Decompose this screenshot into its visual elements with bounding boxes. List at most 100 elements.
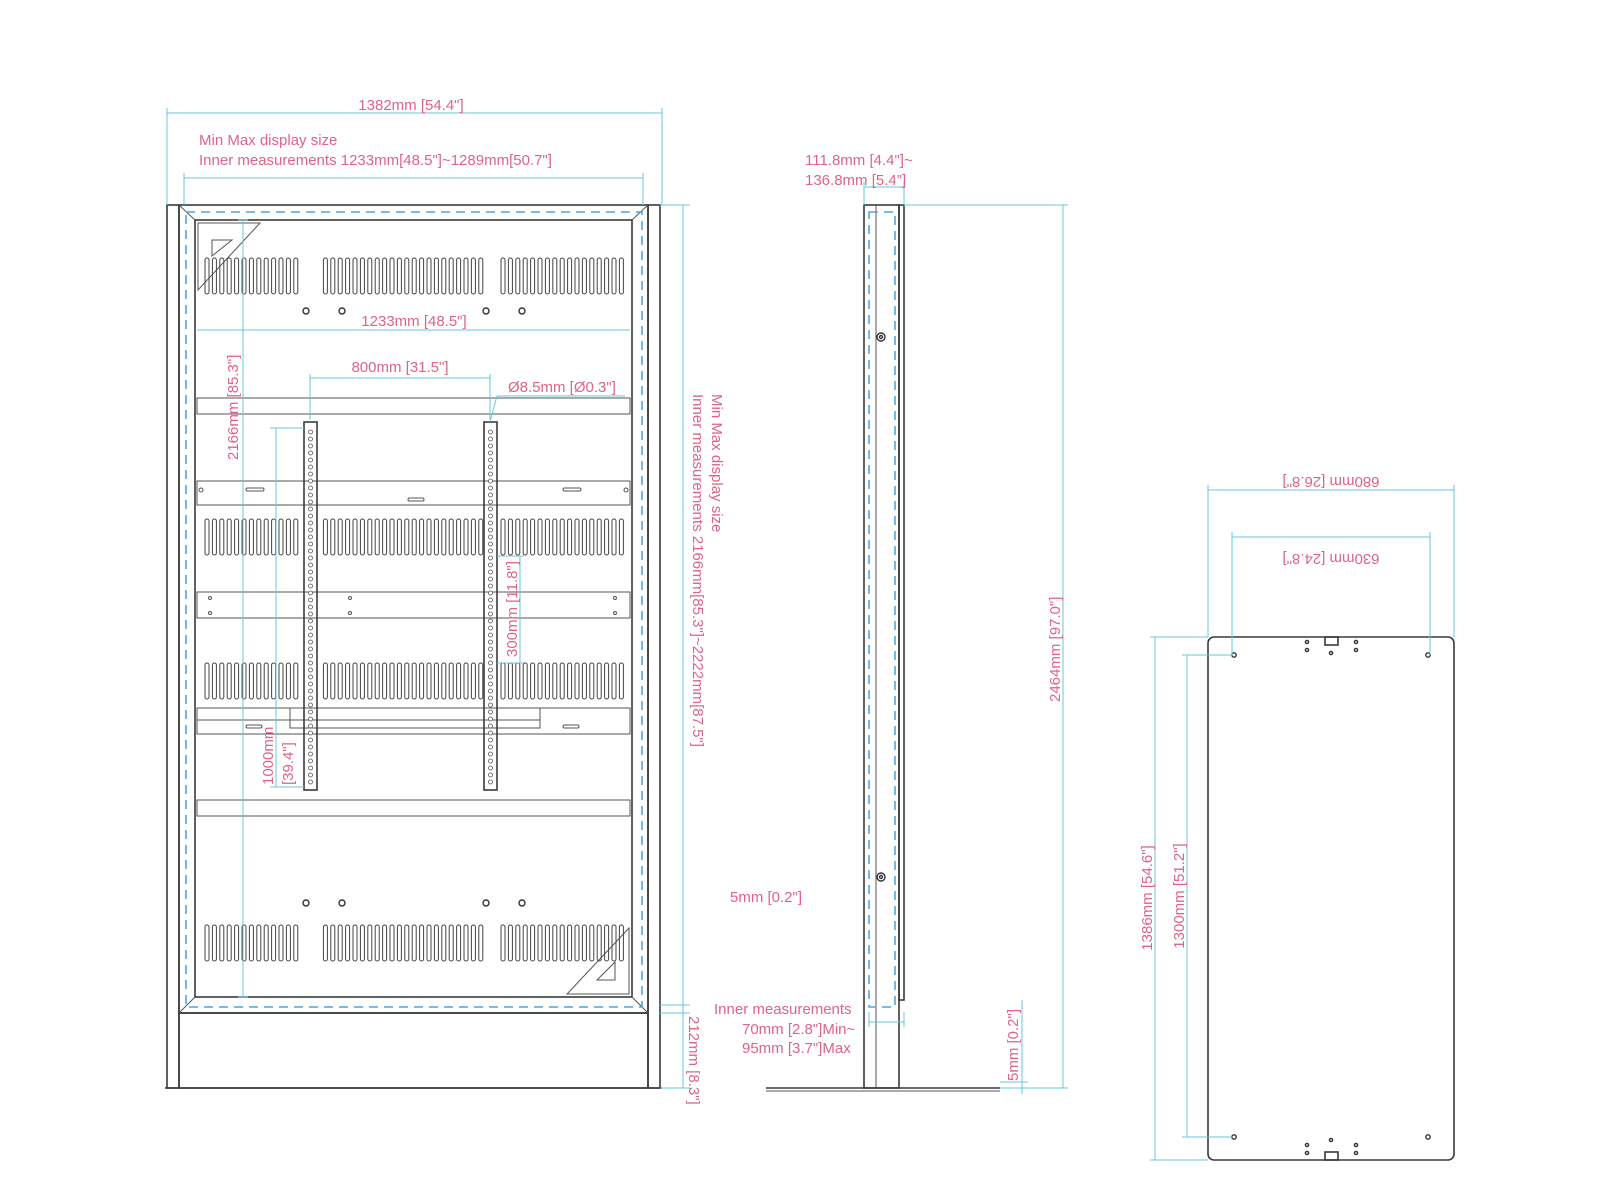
vent-slot bbox=[396, 257, 402, 295]
vent-slot bbox=[537, 924, 543, 962]
vent-slot bbox=[581, 662, 587, 700]
vent-slot bbox=[359, 924, 365, 962]
vent-slot bbox=[322, 257, 328, 295]
vesa-hole bbox=[308, 730, 313, 736]
vent-slot bbox=[552, 662, 558, 700]
vesa-hole bbox=[308, 751, 313, 757]
vent-slot bbox=[285, 662, 291, 700]
vent-slot bbox=[441, 257, 447, 295]
vent-slot bbox=[278, 662, 284, 700]
vent-slot bbox=[271, 257, 277, 295]
vesa-hole bbox=[488, 590, 493, 596]
base-width-outer-label: 680mm [26.8"] bbox=[1282, 473, 1379, 490]
vent-slot bbox=[248, 924, 254, 962]
gap-label: 5mm [0.2"] bbox=[730, 889, 802, 906]
vesa-hole bbox=[308, 478, 313, 484]
vent-slot bbox=[322, 518, 328, 556]
vent-slot bbox=[604, 257, 610, 295]
vesa-hole bbox=[488, 751, 493, 757]
base-depth-outer-label: 1386mm [54.6"] bbox=[1139, 845, 1156, 950]
vent-slot bbox=[537, 257, 543, 295]
vesa-hole bbox=[308, 590, 313, 596]
vent-slot bbox=[322, 924, 328, 962]
vent-slot bbox=[456, 257, 462, 295]
vesa-hole bbox=[308, 541, 313, 547]
vesa-1000-label: 1000mm bbox=[260, 727, 277, 785]
vent-slot bbox=[470, 518, 476, 556]
vent-slot bbox=[552, 518, 558, 556]
vesa-hole bbox=[488, 562, 493, 568]
vent-slot bbox=[530, 662, 536, 700]
vent-slot bbox=[456, 662, 462, 700]
vent-row bbox=[204, 257, 624, 962]
vent-slot bbox=[522, 518, 528, 556]
vent-slot bbox=[219, 924, 225, 962]
vesa-300-label: 300mm [11.8"] bbox=[504, 561, 521, 657]
vent-slot bbox=[226, 662, 232, 700]
vent-slot bbox=[278, 257, 284, 295]
vent-slot bbox=[234, 662, 240, 700]
vent-slot bbox=[263, 924, 269, 962]
vent-slot bbox=[285, 924, 291, 962]
vent-slot bbox=[507, 924, 513, 962]
vesa-hole bbox=[488, 450, 493, 456]
vesa-hole bbox=[308, 779, 313, 785]
vent-slot bbox=[293, 257, 299, 295]
side-inner-max-label: 95mm [3.7"]Max bbox=[742, 1040, 851, 1057]
vent-slot bbox=[581, 924, 587, 962]
inner-width-label: 1233mm [48.5"] bbox=[361, 313, 466, 330]
vesa-hole bbox=[488, 555, 493, 561]
vesa-hole bbox=[308, 485, 313, 491]
vesa-hole bbox=[308, 632, 313, 638]
vent-slot bbox=[389, 518, 395, 556]
base-width-inner-label: 630mm [24.8"] bbox=[1282, 550, 1379, 567]
vent-slot bbox=[404, 924, 410, 962]
vent-slot bbox=[256, 924, 262, 962]
vent-slot bbox=[426, 257, 432, 295]
vent-slot bbox=[604, 518, 610, 556]
vent-slot bbox=[352, 924, 358, 962]
vent-slot bbox=[337, 257, 343, 295]
vent-slot bbox=[263, 662, 269, 700]
front-plinth bbox=[178, 1012, 649, 1089]
vent-slot bbox=[271, 662, 277, 700]
vent-slot bbox=[618, 662, 624, 700]
vent-slot bbox=[293, 662, 299, 700]
base-depth-inner-label: 1300mm [51.2"] bbox=[1171, 843, 1188, 948]
vesa-hole bbox=[308, 464, 313, 470]
vesa-hole bbox=[488, 513, 493, 519]
vent-slot bbox=[559, 662, 565, 700]
vent-slot bbox=[367, 662, 373, 700]
vent-slot bbox=[618, 257, 624, 295]
vent-slot bbox=[478, 924, 484, 962]
vent-slot bbox=[537, 518, 543, 556]
vent-slot bbox=[374, 924, 380, 962]
vesa-hole bbox=[488, 499, 493, 505]
vesa-hole bbox=[308, 667, 313, 673]
vent-slot bbox=[337, 924, 343, 962]
vent-slot bbox=[448, 924, 454, 962]
vent-slot bbox=[219, 257, 225, 295]
vent-slot bbox=[359, 662, 365, 700]
vent-slot bbox=[330, 518, 336, 556]
vent-slot bbox=[463, 662, 469, 700]
vesa-hole bbox=[488, 758, 493, 764]
vent-slot bbox=[204, 924, 210, 962]
corner-brace-top bbox=[197, 222, 262, 292]
vent-slot bbox=[426, 518, 432, 556]
vent-slot bbox=[337, 518, 343, 556]
vent-slot bbox=[618, 518, 624, 556]
vent-slot bbox=[204, 257, 210, 295]
vent-slot bbox=[241, 924, 247, 962]
vent-slot bbox=[463, 257, 469, 295]
base-labels: 680mm [26.8"] 630mm [24.8"] 1386mm [54.6… bbox=[1139, 473, 1380, 951]
vesa-hole bbox=[488, 765, 493, 771]
front-right-post bbox=[647, 204, 661, 1089]
vent-slot bbox=[559, 924, 565, 962]
vent-slot bbox=[374, 518, 380, 556]
vesa-hole bbox=[308, 527, 313, 533]
vent-slot bbox=[234, 257, 240, 295]
vent-slot bbox=[345, 924, 351, 962]
vesa-hole bbox=[308, 681, 313, 687]
vent-slot bbox=[478, 518, 484, 556]
